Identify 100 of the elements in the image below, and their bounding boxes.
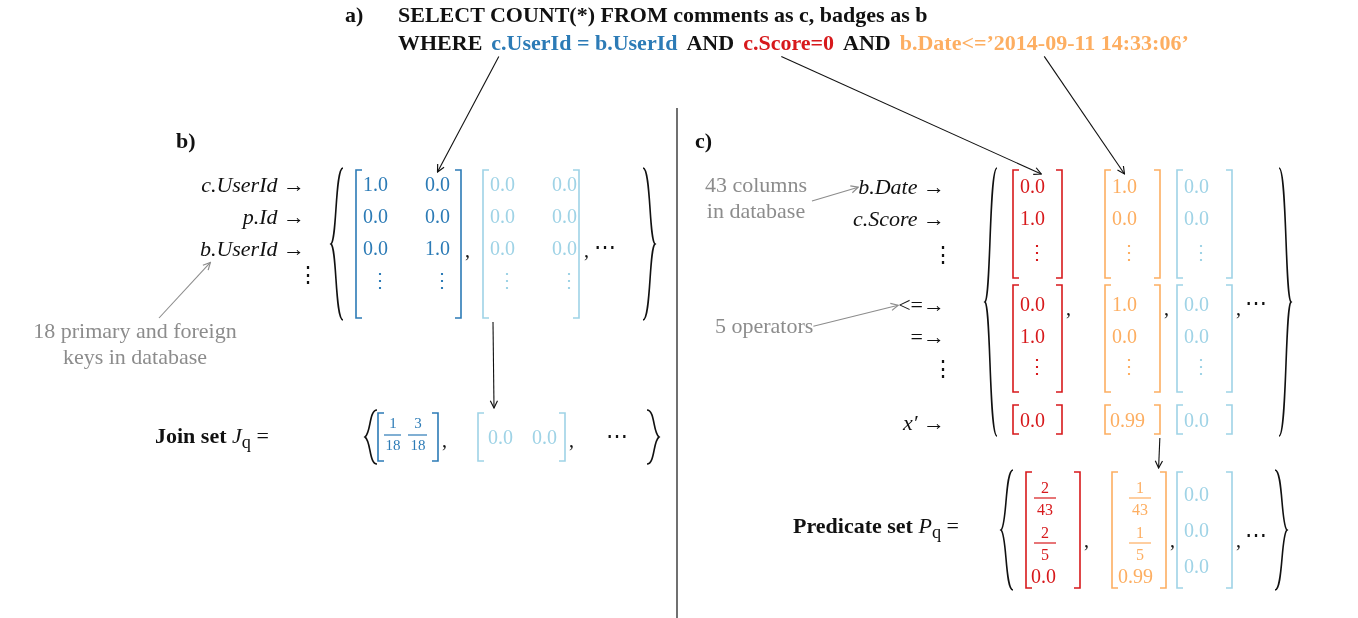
panel-label: a) [345,2,364,29]
vector-set [328,166,658,322]
matrix-entry: 0.0 [490,172,515,196]
fraction-numerator: 2 [1040,523,1050,543]
matrix-entry: 0.0 [1184,324,1209,348]
ellipsis: ⋯ [594,234,616,261]
set-label: Predicate set P$_{q}$ = [793,513,959,545]
arrow [436,55,500,173]
ellipsis: ⋮ [370,268,390,292]
matrix-entry: 0.0 [1020,174,1045,198]
vector-set [998,468,1290,592]
fraction-numerator: 1 [1135,523,1145,543]
annotation: 43 columns in database [700,172,812,225]
matrix-entry: 0.0 [488,425,513,449]
matrix-entry: 0.0 [1184,206,1209,230]
fraction-denominator: 18 [384,436,402,454]
matrix-entry: 0.0 [552,172,577,196]
matrix-entry: 0.0 [1184,408,1209,432]
comma: , [1236,296,1241,320]
ellipsis: ⋮ [1027,240,1047,264]
sql-keyword: WHERE [398,30,483,57]
matrix-entry: 0.99 [1118,564,1153,588]
row-label: b.Date → [858,174,945,201]
row-label: c.Score → [852,206,945,233]
fraction-numerator: 3 [413,414,423,432]
ellipsis: ⋮ [932,356,954,383]
matrix-entry: 0.0 [1112,324,1137,348]
sql-query: SELECT COUNT(*) FROM comments as c, badges as b [398,2,928,29]
panel-label: c) [695,128,713,155]
matrix-entry: 1.0 [1112,174,1137,198]
sql-keyword: AND [843,30,891,57]
matrix-entry: 0.0 [363,236,388,260]
comma: , [1164,296,1169,320]
matrix-entry: 0.0 [1184,518,1209,542]
arrow [811,185,859,202]
arrow [812,302,899,327]
matrix-entry: 0.0 [1020,292,1045,316]
arrow [489,321,499,409]
matrix-entry: 1.0 [1112,292,1137,316]
ellipsis: ⋮ [297,262,319,289]
fraction-numerator: 1 [1135,478,1145,498]
arrow [1154,437,1164,469]
row-label: x′ → [902,410,945,437]
annotation: 18 primary and foreign keys in database [15,318,255,371]
matrix-entry: 0.0 [1112,206,1137,230]
row-label: =→ [910,324,945,351]
arrow [780,55,1042,175]
ellipsis: ⋮ [932,242,954,269]
ellipsis: ⋮ [1119,240,1139,264]
sql-condition: b.Date<=’2014-09-11 14:33:06’ [899,30,1189,57]
matrix-entry: 0.0 [552,204,577,228]
comma: , [1170,528,1175,552]
fraction-denominator: 5 [1135,545,1145,565]
comma: , [584,238,589,262]
matrix-entry: 0.0 [532,425,557,449]
matrix-entry: 1.0 [1020,324,1045,348]
matrix-entry: 0.99 [1110,408,1145,432]
arrow [1043,55,1126,175]
sql-keyword: AND [686,30,735,57]
matrix-entry: 0.0 [490,236,515,260]
panel-label: b) [176,128,196,155]
fraction-denominator: 18 [409,436,427,454]
matrix-entry: 0.0 [363,204,388,228]
matrix-entry: 0.0 [1031,564,1056,588]
comma: , [1236,528,1241,552]
row-label: c.UserId → [201,172,305,199]
ellipsis: ⋯ [1245,290,1267,317]
ellipsis: ⋮ [432,268,452,292]
vector-set [982,166,1294,438]
ellipsis: ⋮ [1191,354,1211,378]
annotation: 5 operators [715,313,814,340]
fraction-denominator: 5 [1040,545,1050,565]
matrix-entry: 0.0 [1184,292,1209,316]
ellipsis: ⋮ [497,268,517,292]
matrix-entry: 0.0 [552,236,577,260]
row-label: b.UserId → [199,236,305,263]
fraction-denominator: 43 [1131,500,1149,520]
row-label: <=→ [898,292,945,319]
ellipsis: ⋯ [1245,522,1267,549]
sql-condition: c.UserId = b.UserId [491,30,678,57]
row-label: p.Id → [242,204,305,231]
comma: , [1084,528,1089,552]
set-label: Join set J$_{q}$ = [155,423,269,455]
fraction-numerator: 2 [1040,478,1050,498]
fraction-denominator: 43 [1036,500,1054,520]
matrix-entry: 1.0 [1020,206,1045,230]
matrix-entry: 0.0 [1184,482,1209,506]
ellipsis: ⋯ [606,423,628,450]
arrow [158,261,211,319]
ellipsis: ⋮ [1119,354,1139,378]
matrix-entry: 1.0 [363,172,388,196]
matrix-entry: 0.0 [1020,408,1045,432]
matrix-entry: 0.0 [490,204,515,228]
ellipsis: ⋮ [1191,240,1211,264]
fraction-numerator: 1 [388,414,398,432]
comma: , [569,428,574,452]
matrix-entry: 0.0 [425,204,450,228]
sql-condition: c.Score=0 [743,30,835,57]
matrix-entry: 0.0 [1184,554,1209,578]
matrix-entry: 0.0 [1184,174,1209,198]
